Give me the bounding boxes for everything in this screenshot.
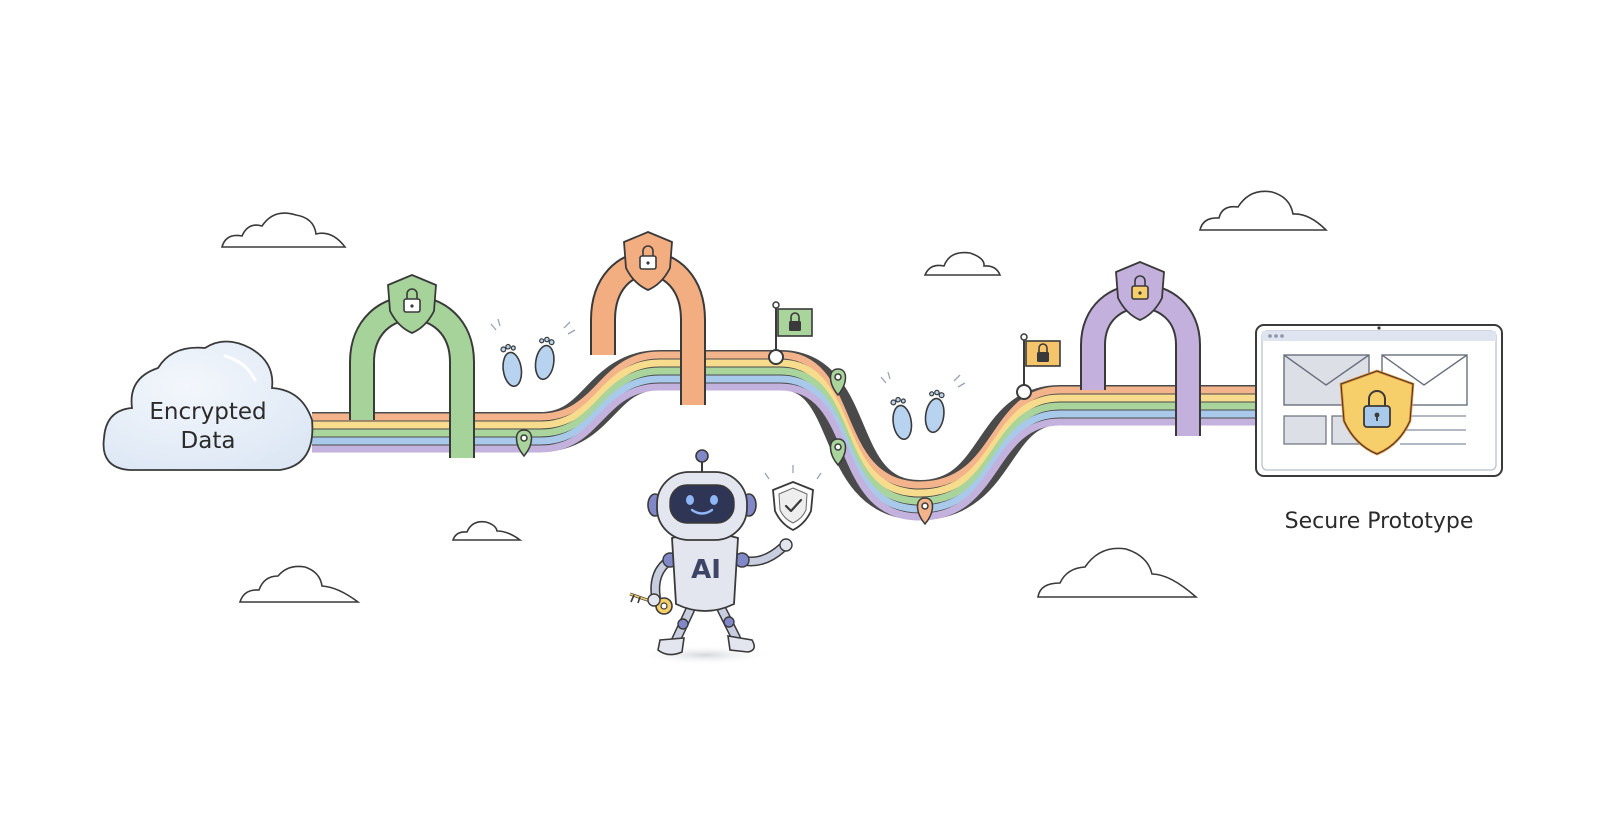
robot-visor bbox=[669, 484, 735, 524]
security-gate-purple bbox=[1080, 261, 1201, 436]
encrypted-data-cloud: Encrypted Data bbox=[102, 340, 314, 471]
cloud-icon bbox=[1198, 190, 1328, 231]
footprint-icon bbox=[500, 343, 523, 388]
rainbow-path bbox=[312, 350, 1255, 521]
shield-lock-icon bbox=[1115, 261, 1165, 321]
cloud-icon bbox=[451, 520, 523, 541]
padlock-icon bbox=[1363, 390, 1391, 428]
footprint-icon bbox=[924, 389, 945, 434]
footprints-right bbox=[880, 371, 966, 441]
cloud-icon bbox=[923, 251, 1002, 276]
footprint-icon bbox=[890, 396, 913, 441]
security-gate-orange bbox=[590, 231, 706, 405]
security-gate-green bbox=[349, 274, 475, 458]
map-pin-icon bbox=[916, 497, 934, 526]
shield-lock-icon bbox=[623, 231, 673, 291]
shield-check-icon bbox=[764, 465, 822, 532]
robot-chest-label: AI bbox=[691, 555, 721, 585]
cloud-icon bbox=[102, 340, 314, 471]
shield-lock-icon bbox=[387, 274, 437, 334]
checkpoint-flag-yellow bbox=[1016, 333, 1061, 400]
shield-lock-icon bbox=[1339, 369, 1415, 456]
footprints-left bbox=[490, 318, 576, 388]
path-band-purple bbox=[312, 383, 1255, 521]
map-pin-icon bbox=[829, 438, 847, 467]
secure-prototype: Secure Prototype bbox=[1255, 324, 1503, 534]
source-label-line2: Data bbox=[181, 428, 236, 454]
cloud-icon bbox=[220, 212, 347, 248]
footprint-icon bbox=[534, 336, 555, 381]
cloud-icon bbox=[238, 565, 361, 603]
background-clouds bbox=[220, 190, 1328, 603]
source-label-line1: Encrypted bbox=[149, 399, 266, 425]
map-pins bbox=[515, 368, 934, 526]
robot-icon: AI bbox=[629, 449, 793, 665]
target-label: Secure Prototype bbox=[1285, 509, 1474, 534]
map-pin-icon bbox=[515, 429, 533, 458]
map-pin-icon bbox=[829, 368, 847, 397]
cloud-icon bbox=[1037, 547, 1199, 598]
checkpoint-flag-green bbox=[768, 301, 813, 365]
